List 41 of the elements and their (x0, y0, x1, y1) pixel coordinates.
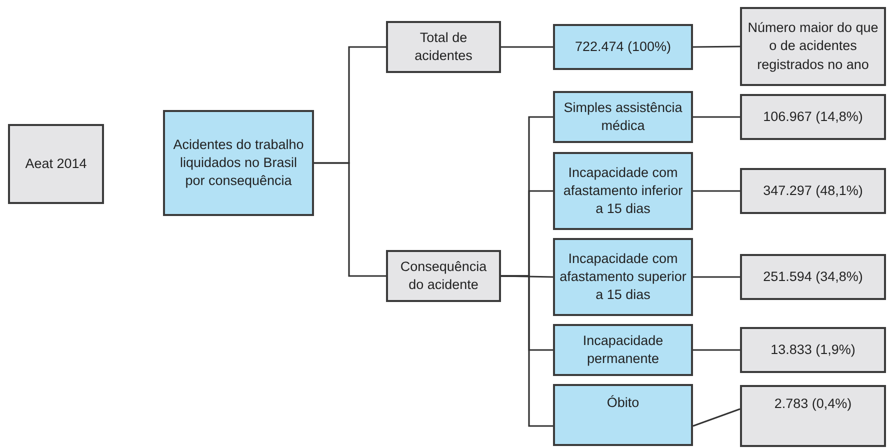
connector-line (693, 349, 740, 351)
box-text: Consequência do acidente (399, 258, 488, 294)
box-text: Número maior do que o de acidentes registrados no ano (746, 19, 880, 74)
process-box (740, 385, 886, 447)
box-text: 722.474 (100%) (574, 38, 672, 56)
process-box (386, 21, 501, 73)
process-box (740, 7, 886, 86)
connector-line (692, 408, 740, 427)
process-box (386, 250, 501, 302)
process-box (553, 324, 693, 376)
box-text: Óbito (606, 394, 640, 412)
box-text: Incapacidade com afastamento inferior a 15 dias (562, 164, 684, 218)
process-box (740, 94, 886, 140)
box-text: Aeat 2014 (25, 154, 87, 173)
box-text: 13.833 (1,9%) (770, 340, 856, 359)
box-text: Acidentes do trabalho liquidados no Brasil por consequência (172, 136, 305, 190)
connector-line (693, 116, 740, 118)
process-box (553, 384, 693, 446)
box-text: 106.967 (14,8%) (763, 108, 863, 126)
box-text: Incapacidade com afastamento superior a 15 dias (559, 250, 687, 304)
process-box (553, 152, 693, 230)
process-box (8, 124, 104, 204)
connector-line (501, 46, 553, 48)
box-text: 2.783 (0,4%) (774, 395, 852, 413)
connector-line (501, 275, 553, 427)
connector-line (314, 162, 386, 277)
process-box (740, 327, 886, 373)
box-text: Total de acidentes (414, 28, 474, 65)
box-text: 251.594 (34,8%) (763, 268, 863, 286)
connector-line (693, 190, 740, 192)
process-box (553, 24, 693, 70)
process-box (553, 91, 693, 143)
connector-line (693, 276, 740, 278)
process-box (740, 168, 886, 214)
process-box (553, 238, 693, 316)
process-box (740, 254, 886, 300)
box-text: Simples assistência médica (562, 98, 684, 135)
connector-line (693, 46, 740, 48)
box-text: Incapacidade permanente (582, 332, 664, 368)
box-text: 347.297 (48,1%) (763, 182, 863, 200)
process-box (163, 110, 314, 216)
